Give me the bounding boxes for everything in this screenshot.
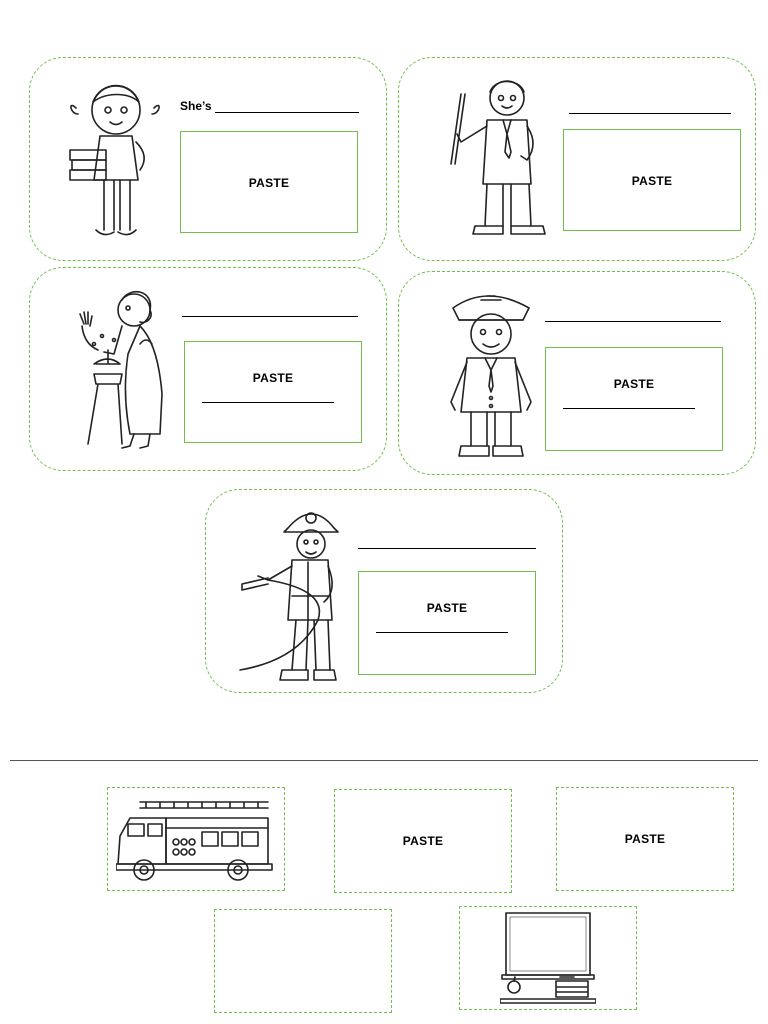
- cutout-paste-box[interactable]: PASTE: [556, 787, 734, 891]
- cutout-paste-box[interactable]: PASTE: [334, 789, 512, 893]
- card-firefighter: PASTE: [205, 489, 563, 693]
- cutout-fire-truck[interactable]: [107, 787, 285, 891]
- answer-blank[interactable]: [563, 408, 695, 409]
- paste-label: PASTE: [402, 834, 444, 848]
- answer-blank[interactable]: [569, 113, 731, 114]
- paste-label: PASTE: [248, 176, 290, 190]
- cook-woman-picture: [74, 284, 184, 454]
- firefighter-picture: [238, 500, 358, 686]
- paste-box[interactable]: PASTE: [545, 347, 723, 451]
- card-student: She’s PASTE: [29, 57, 387, 261]
- paste-label: PASTE: [631, 174, 673, 188]
- answer-blank[interactable]: [214, 100, 359, 113]
- answer-blank[interactable]: [358, 548, 536, 549]
- card-cook: PASTE: [29, 267, 387, 471]
- card-pilot: PASTE: [398, 271, 756, 475]
- teacher-man-picture: [447, 74, 557, 244]
- answer-blank[interactable]: [545, 321, 721, 322]
- prompt-text: She’s: [180, 99, 212, 113]
- answer-blank[interactable]: [202, 402, 334, 403]
- card-teacher: PASTE: [398, 57, 756, 261]
- fire-truck-icon: [116, 796, 276, 882]
- paste-box[interactable]: PASTE: [184, 341, 362, 443]
- cut-divider-line: [10, 760, 758, 761]
- student-girl-picture: [66, 70, 166, 250]
- answer-blank[interactable]: [182, 316, 358, 317]
- cutout-blackboard[interactable]: [459, 906, 637, 1010]
- prompt-line: She’s: [180, 99, 359, 113]
- blackboard-icon: [500, 911, 596, 1005]
- paste-box[interactable]: PASTE: [180, 131, 358, 233]
- paste-label: PASTE: [252, 371, 294, 385]
- paste-label: PASTE: [624, 832, 666, 846]
- paste-box[interactable]: PASTE: [563, 129, 741, 231]
- paste-label: PASTE: [613, 377, 655, 391]
- answer-blank[interactable]: [376, 632, 508, 633]
- pilot-boy-picture: [441, 286, 541, 462]
- cutout-empty-box[interactable]: [214, 909, 392, 1013]
- paste-box[interactable]: PASTE: [358, 571, 536, 675]
- paste-label: PASTE: [426, 601, 468, 615]
